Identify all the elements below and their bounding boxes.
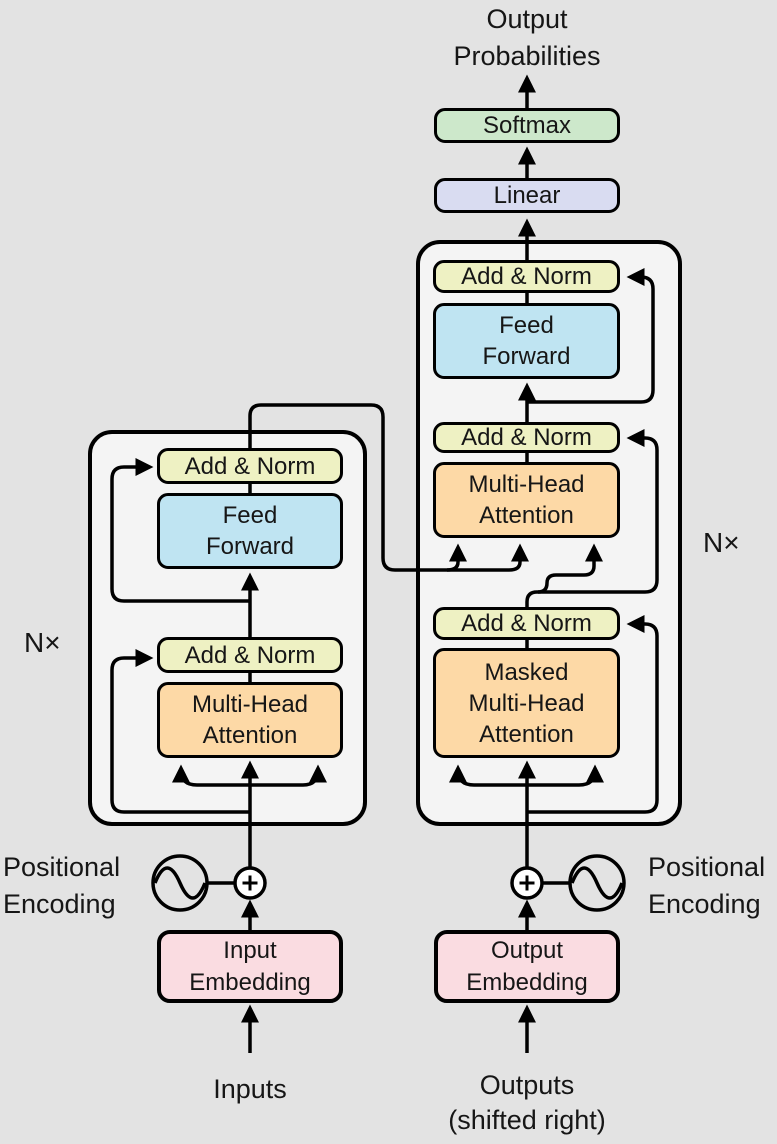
inputs-label: Inputs (213, 1074, 287, 1104)
decoder-addnorm-top-block: Add & Norm (433, 260, 620, 293)
encoder-addnorm-bottom-block: Add & Norm (157, 637, 343, 673)
outputs-label: Outputs (shifted right) (448, 1070, 606, 1135)
decoder-repeat-label: N× (703, 527, 740, 558)
softmax-block: Softmax (434, 108, 620, 143)
decoder-addnorm-middle-block: Add & Norm (433, 422, 620, 453)
input-embedding-block: Input Embedding (157, 930, 343, 1003)
encoder-repeat-label: N× (24, 627, 61, 658)
positional-encoding-sine-icon-right (568, 854, 626, 912)
sum-icon-right (510, 866, 544, 900)
encoder-addnorm-top-block: Add & Norm (157, 448, 343, 484)
output-embedding-block: Output Embedding (434, 930, 620, 1003)
encoder-stack (88, 430, 367, 826)
encoder-feed-forward-block: Feed Forward (157, 493, 343, 569)
sum-icon-left (233, 866, 267, 900)
decoder-feed-forward-block: Feed Forward (433, 303, 620, 379)
decoder-addnorm-bottom-block: Add & Norm (433, 607, 620, 640)
linear-block: Linear (434, 178, 620, 213)
output-probabilities-label: Output Probabilities (453, 4, 601, 71)
decoder-multi-head-attention-block: Multi-Head Attention (433, 462, 620, 538)
masked-multi-head-attention-block: Masked Multi-Head Attention (433, 648, 620, 758)
positional-encoding-label-right: Positional Encoding (648, 852, 766, 919)
positional-encoding-label-left: Positional Encoding (3, 852, 121, 919)
encoder-multi-head-attention-block: Multi-Head Attention (157, 682, 343, 758)
